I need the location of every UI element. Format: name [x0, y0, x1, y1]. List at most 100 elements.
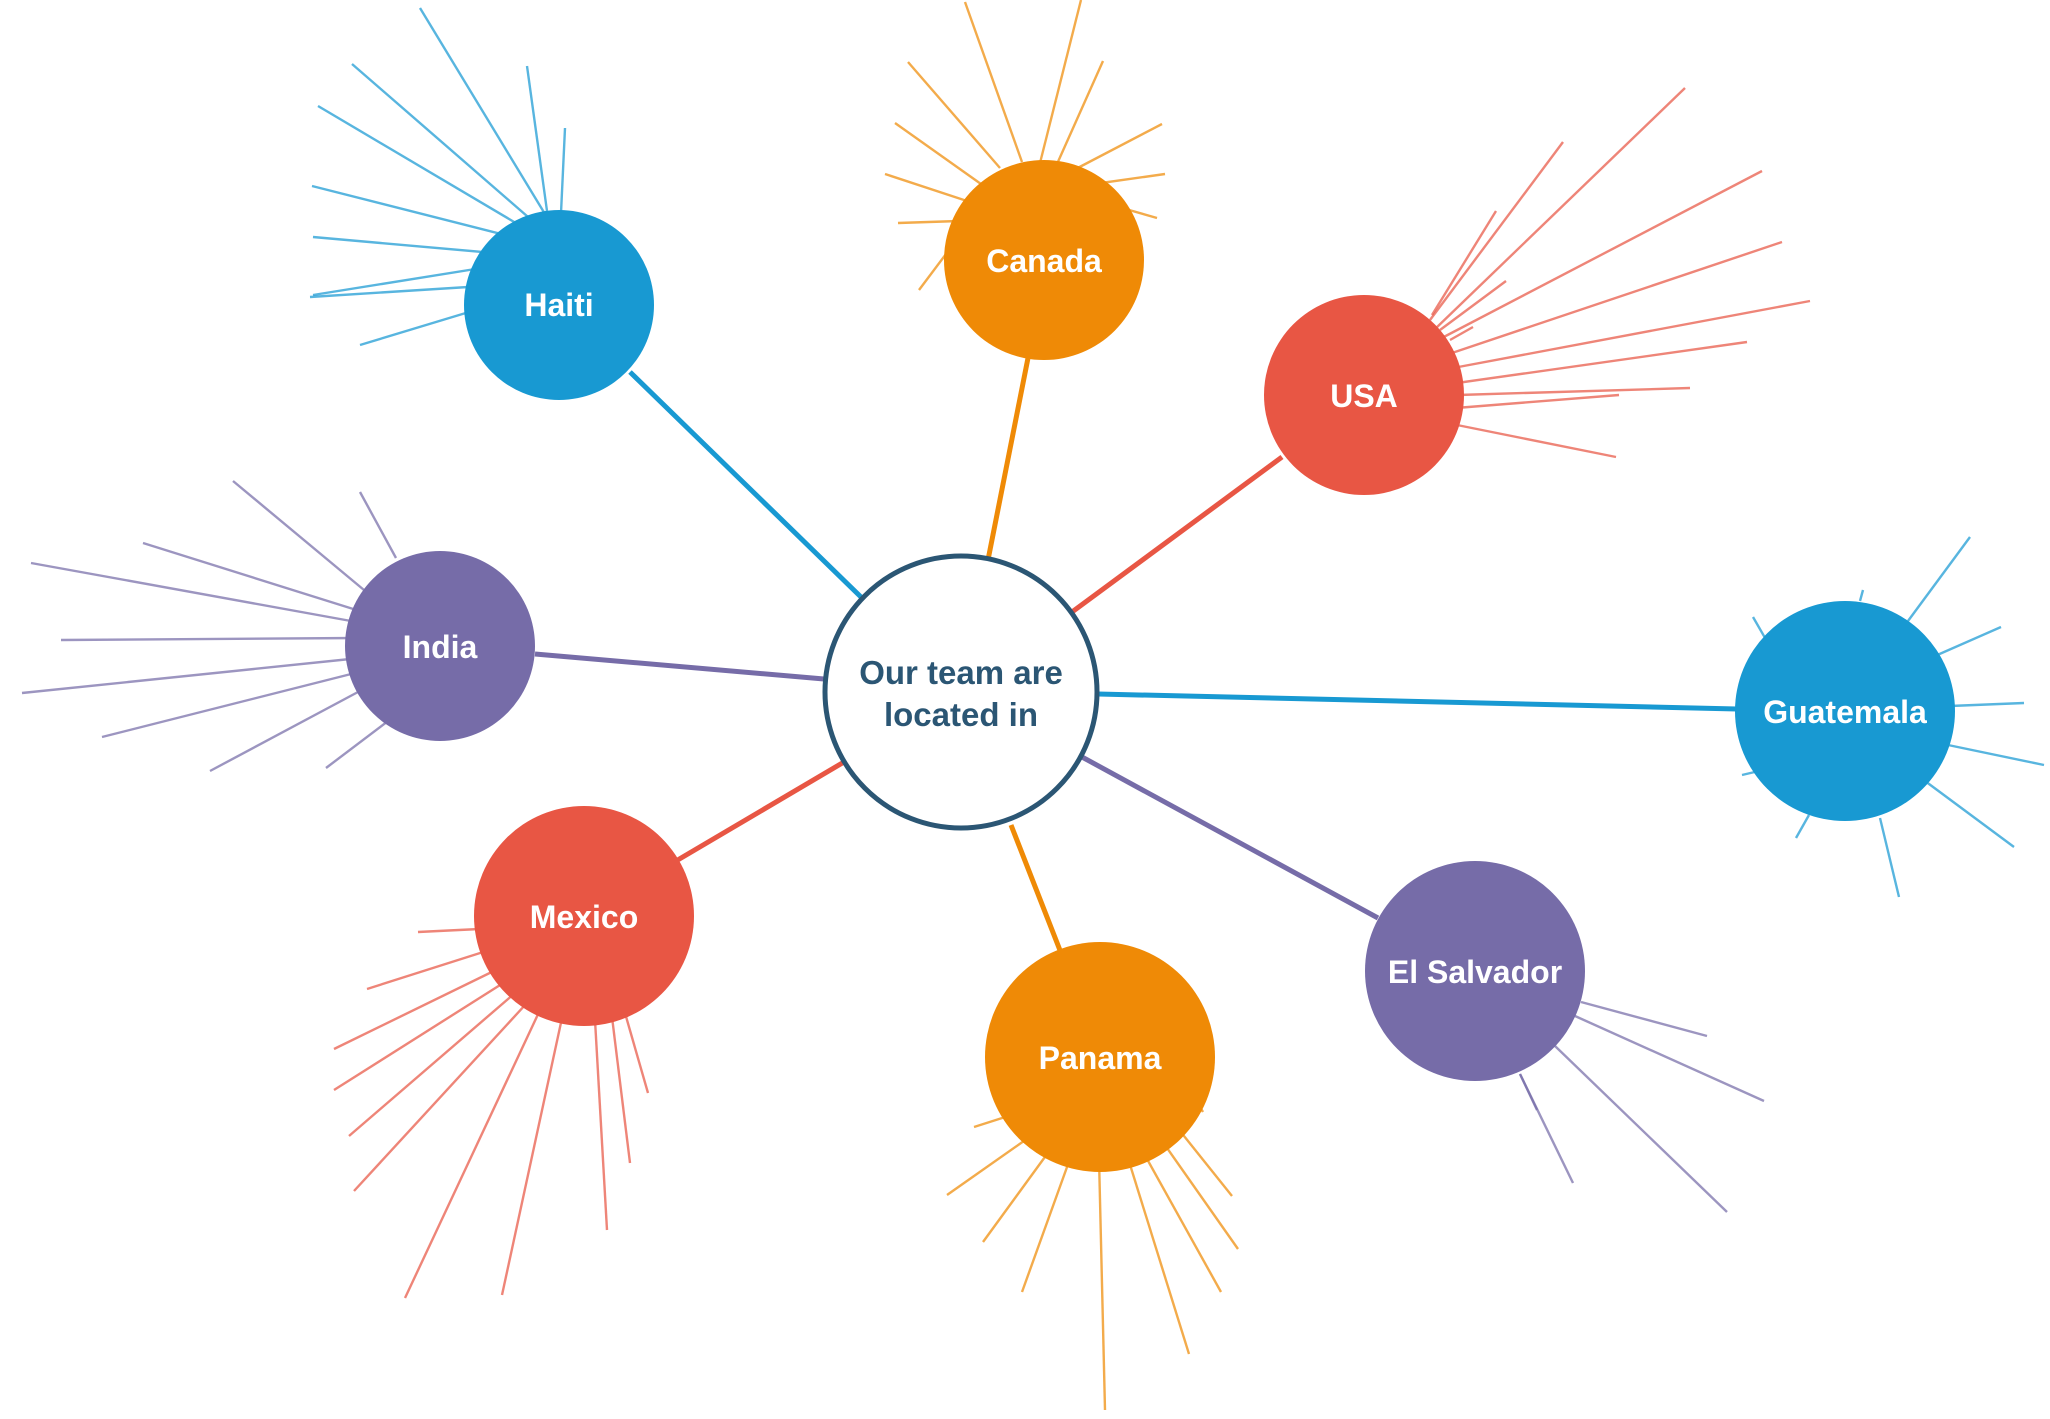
ray-india-1 [142, 541, 367, 615]
ray-haiti-5 [312, 264, 495, 297]
ray-usa-6 [1457, 386, 1691, 397]
ray-haiti-0 [418, 7, 547, 215]
ray-panama-6 [1140, 1149, 1223, 1293]
node-el-salvador-circle [1365, 861, 1585, 1081]
connector-guatemala [1097, 691, 1738, 712]
ray-india-5 [101, 669, 364, 739]
ray-usa-11 [1449, 325, 1474, 342]
rays-canada [884, 0, 1166, 291]
ray-guatemala-2 [1949, 701, 2025, 708]
node-india-circle [345, 551, 535, 741]
node-usa-circle [1264, 295, 1464, 495]
node-canada: Canada [944, 160, 1144, 360]
connector-mexico [674, 759, 846, 864]
ray-guatemala-6 [1794, 814, 1811, 839]
ray-haiti-1 [351, 63, 536, 224]
ray-usa-9 [1430, 210, 1498, 316]
ray-haiti-8 [525, 65, 549, 212]
ray-mexico-3 [333, 978, 509, 1092]
node-haiti-circle [464, 210, 654, 400]
node-panama-circle [985, 942, 1215, 1172]
ray-usa-1 [1433, 87, 1686, 331]
ray-india-7 [325, 717, 393, 769]
ray-haiti-2 [317, 104, 527, 231]
node-mexico: Mexico [474, 806, 694, 1026]
ray-canada-0 [963, 1, 1024, 163]
rays-haiti [309, 7, 567, 347]
connector-usa [1070, 454, 1284, 615]
ray-canada-9 [897, 219, 960, 225]
ray-mexico-5 [353, 1003, 527, 1192]
ray-el-salvador-0 [1580, 1000, 1708, 1038]
node-haiti: Haiti [464, 210, 654, 400]
ray-guatemala-5 [1878, 817, 1901, 898]
ray-panama-5 [1125, 1154, 1191, 1355]
connectors [534, 357, 1738, 959]
ray-haiti-6 [309, 284, 485, 299]
ray-panama-7 [1159, 1137, 1239, 1250]
node-guatemala-label: Guatemala [1763, 694, 1927, 730]
connector-panama [1008, 824, 1066, 959]
node-usa: USA [1264, 295, 1464, 495]
node-canada-label: Canada [986, 243, 1102, 279]
ray-usa-5 [1456, 340, 1748, 385]
ray-mexico-9 [610, 1016, 632, 1164]
ray-mexico-8 [593, 1019, 609, 1231]
ray-haiti-4 [312, 235, 506, 256]
node-india: India [345, 551, 535, 741]
ray-el-salvador-1 [1574, 1014, 1765, 1103]
ray-haiti-9 [559, 127, 567, 214]
ray-usa-8 [1451, 422, 1617, 459]
ray-mexico-7 [500, 1017, 564, 1296]
ray-canada-2 [1055, 60, 1105, 165]
connector-el-salvador [1080, 754, 1380, 921]
node-haiti-label: Haiti [524, 287, 593, 323]
ray-india-8 [358, 491, 398, 559]
ray-usa-0 [1429, 141, 1564, 321]
ray-mexico-1 [366, 945, 500, 991]
ray-mexico-4 [348, 992, 516, 1137]
node-usa-label: USA [1330, 378, 1398, 414]
node-guatemala: Guatemala [1735, 601, 1955, 821]
ray-usa-10 [1439, 280, 1507, 331]
ray-guatemala-1 [1934, 625, 2002, 658]
ray-panama-4 [1097, 1157, 1107, 1411]
ray-el-salvador-4 [1518, 1073, 1539, 1111]
rays-usa [1429, 87, 1811, 459]
ray-india-0 [232, 480, 371, 596]
ray-usa-2 [1437, 169, 1763, 342]
ray-panama-2 [982, 1149, 1051, 1243]
node-panama: Panama [985, 942, 1215, 1172]
node-mexico-circle [474, 806, 694, 1026]
rays-el-salvador [1518, 1000, 1765, 1213]
connector-canada [985, 357, 1031, 561]
ray-india-2 [30, 561, 363, 625]
center-hub: Our team are located in [822, 553, 1100, 831]
ray-usa-3 [1445, 240, 1783, 357]
ray-usa-7 [1455, 393, 1620, 410]
ray-usa-4 [1452, 299, 1811, 370]
ray-canada-3 [1069, 122, 1163, 174]
node-rays [21, 0, 2045, 1411]
node-panama-label: Panama [1039, 1040, 1162, 1076]
center-hub-line-1: Our team are [859, 654, 1063, 691]
node-el-salvador-label: El Salvador [1388, 954, 1562, 990]
ray-guatemala-9 [1858, 589, 1865, 602]
connector-india [534, 651, 825, 682]
ray-panama-3 [1020, 1155, 1073, 1293]
rays-mexico [333, 926, 650, 1299]
node-guatemala-circle [1735, 601, 1955, 821]
ray-guatemala-0 [1907, 536, 1971, 622]
ray-canada-7 [894, 122, 982, 185]
ray-haiti-7 [359, 307, 480, 347]
ray-mexico-2 [333, 965, 503, 1051]
ray-guatemala-3 [1947, 743, 2045, 767]
node-india-label: India [403, 629, 478, 665]
rays-india [21, 480, 398, 773]
ray-canada-8 [884, 172, 968, 203]
ray-india-4 [21, 656, 361, 695]
node-el-salvador: El Salvador [1365, 861, 1585, 1081]
center-hub-line-2: located in [884, 696, 1038, 733]
